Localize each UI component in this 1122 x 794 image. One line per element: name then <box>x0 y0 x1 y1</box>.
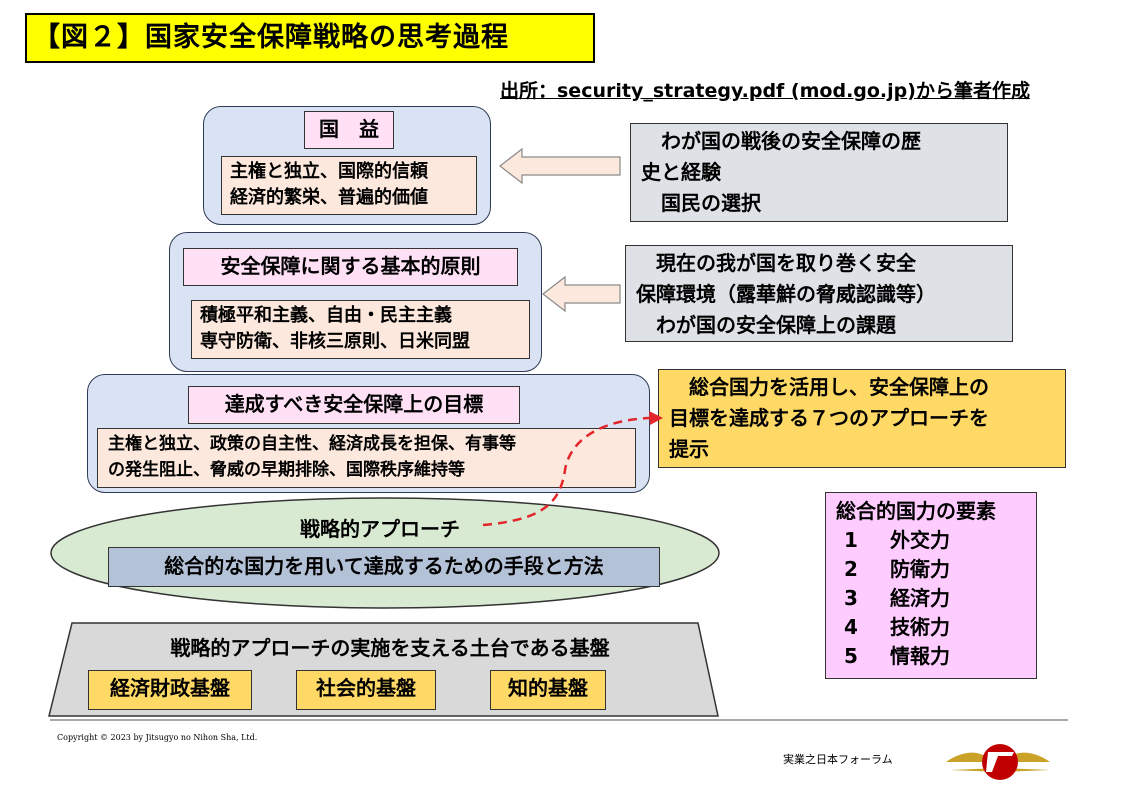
economic-fiscal-foundation-chip: 経済財政基盤 <box>88 670 252 710</box>
publisher-name: 実業之日本フォーラム <box>783 753 893 766</box>
box-line: 現在の我が国を取り巻く安全 <box>636 251 916 275</box>
security-goals-heading: 達成すべき安全保障上の目標 <box>188 386 520 424</box>
national-interest-heading: 国 益 <box>304 111 394 149</box>
copyright-notice: Copyright © 2023 by Jitsugyo no Nihon Sh… <box>57 733 258 742</box>
box-line: わが国の戦後の安全保障の歴 <box>641 129 921 153</box>
seven-approaches-box: 総合国力を活用し、安全保障上の 目標を達成する７つのアプローチを 提示 <box>658 369 1066 468</box>
left-arrow-icon <box>499 147 621 185</box>
intellectual-foundation-chip: 知的基盤 <box>490 670 606 710</box>
postwar-history-box: わが国の戦後の安全保障の歴 史と経験 国民の選択 <box>630 123 1008 222</box>
basic-principles-content: 積極平和主義、自由・民主主義 専守防衛、非核三原則、日米同盟 <box>191 300 530 359</box>
foundation-title: 戦略的アプローチの実施を支える土台である基盤 <box>170 636 610 660</box>
content-line: 専守防衛、非核三原則、日米同盟 <box>200 331 470 352</box>
source-note: 出所：security_strategy.pdf (mod.go.jp)から筆者… <box>500 80 1030 102</box>
box-line: 保障環境（露華鮮の脅威認識等） <box>636 282 936 306</box>
content-line: 経済的繁栄、普遍的価値 <box>230 187 428 208</box>
social-foundation-chip: 社会的基盤 <box>296 670 436 710</box>
box-line: 史と経験 <box>641 160 721 184</box>
box-line: 国民の選択 <box>641 191 761 215</box>
dashed-arrow-connector <box>482 416 651 527</box>
strategic-approach-label: 戦略的アプローチ <box>300 517 460 541</box>
content-line: 積極平和主義、自由・民主主義 <box>200 305 452 326</box>
figure-title: 【図２】国家安全保障戦略の思考過程 <box>25 13 595 63</box>
jnf-logo-icon <box>946 744 1050 780</box>
arrowhead-icon <box>649 411 663 425</box>
content-line: の発生阻止、脅威の早期排除、国際秩序維持等 <box>108 460 465 480</box>
national-interest-content: 主権と独立、国際的信頼 経済的繁栄、普遍的価値 <box>221 156 477 215</box>
box-line: 提示 <box>669 437 709 461</box>
security-environment-box: 現在の我が国を取り巻く安全 保障環境（露華鮮の脅威認識等） わが国の安全保障上の… <box>625 245 1013 342</box>
left-arrow-icon <box>542 275 621 313</box>
security-goals-content: 主権と独立、政策の自主性、経済成長を担保、有事等 の発生阻止、脅威の早期排除、国… <box>97 428 636 488</box>
content-line: 主権と独立、国際的信頼 <box>230 161 428 182</box>
basic-principles-heading: 安全保障に関する基本的原則 <box>183 248 518 286</box>
box-line: 総合国力を活用し、安全保障上の <box>669 375 989 399</box>
content-line: 主権と独立、政策の自主性、経済成長を担保、有事等 <box>108 434 516 454</box>
means-and-methods-box: 総合的な国力を用いて達成するための手段と方法 <box>108 547 660 587</box>
box-line: 目標を達成する７つのアプローチを <box>669 406 989 430</box>
elements-title: 総合的国力の要素 <box>836 499 996 523</box>
box-line: わが国の安全保障上の課題 <box>636 313 896 337</box>
